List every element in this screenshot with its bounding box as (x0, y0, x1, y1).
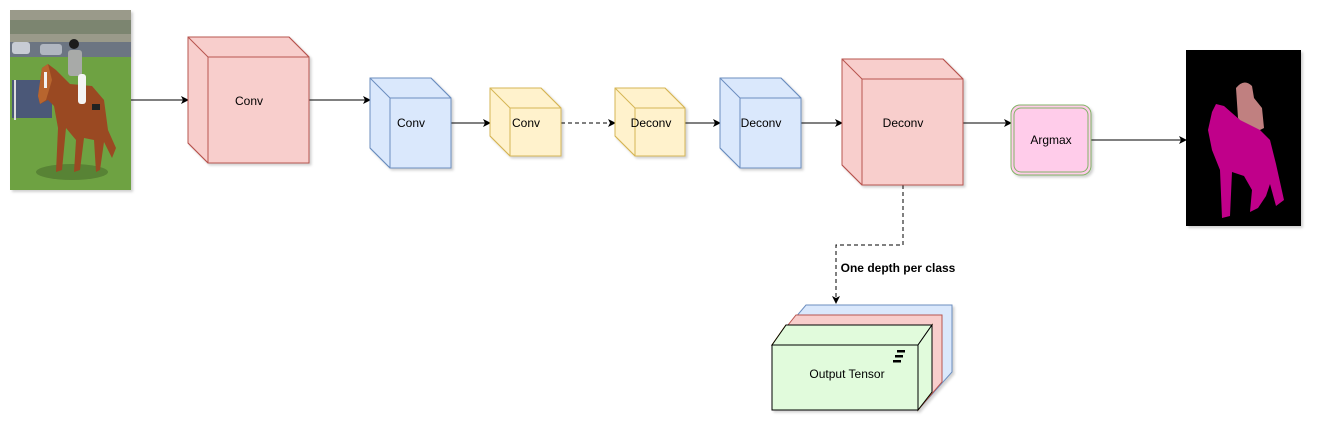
list-icon (893, 350, 905, 363)
deconv-block-1-label: Deconv (631, 116, 672, 130)
deconv-block-3-label: Deconv (883, 116, 924, 130)
argmax-label: Argmax (1030, 133, 1071, 147)
conv-block-2[interactable]: Conv (369, 77, 452, 169)
edges (131, 96, 1187, 304)
conv-block-1[interactable]: Conv (187, 36, 310, 164)
deconv-block-1[interactable]: Deconv (614, 87, 686, 157)
output-tensor[interactable]: Output Tensor (771, 304, 953, 412)
edge-deconv3-tensor (832, 185, 904, 304)
conv-block-3-label: Conv (512, 116, 540, 130)
input-image (10, 10, 131, 190)
output-mask-image (1186, 50, 1301, 226)
conv-block-3[interactable]: Conv (489, 87, 562, 157)
deconv-block-2-label: Deconv (741, 116, 782, 130)
output-tensor-label: Output Tensor (809, 367, 884, 381)
edge-label-one-depth-per-class: One depth per class (841, 261, 956, 275)
deconv-block-3[interactable]: Deconv (841, 58, 964, 186)
conv-block-1-label: Conv (235, 94, 263, 108)
conv-block-2-label: Conv (397, 116, 425, 130)
argmax-node[interactable]: Argmax (1010, 104, 1092, 176)
deconv-block-2[interactable]: Deconv (719, 77, 802, 169)
